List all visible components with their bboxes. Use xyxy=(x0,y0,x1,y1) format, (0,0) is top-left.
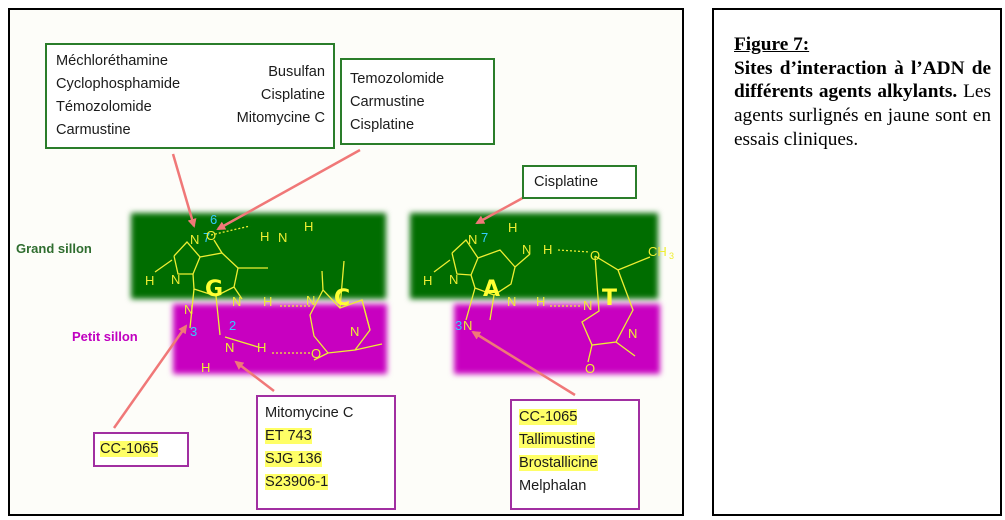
arrow-n7-guanine xyxy=(171,153,197,228)
a-n6-atom: N xyxy=(522,242,531,257)
minor-groove-band-right xyxy=(454,304,660,374)
agents-box-n2-guanine: Mitomycine C ET 743 SJG 136 S23906-1 xyxy=(256,395,396,510)
g-n7-position: 7 xyxy=(203,230,210,245)
caption-text: Sites d’interaction à l’ADN de différent… xyxy=(734,57,991,152)
t-ch3-sub: 3 xyxy=(669,251,674,261)
a-n3-atom: N xyxy=(463,318,472,333)
guanine-cytosine-hbonds xyxy=(210,225,312,354)
caption-title: Sites d’interaction à l’ADN de différent… xyxy=(734,57,991,103)
t-n3-atom: N xyxy=(583,298,592,313)
figure-panel: Grand sillon Petit sillon xyxy=(8,8,684,516)
major-groove-band-right xyxy=(410,213,658,299)
a-nh-atom: N xyxy=(449,272,458,287)
agent-name-highlighted: S23906-1 xyxy=(265,474,329,490)
major-groove-band-left xyxy=(131,213,386,299)
g-n1-atom: N xyxy=(232,294,241,309)
c-n4-h: H xyxy=(304,219,313,234)
agent-name: Carmustine xyxy=(56,122,131,138)
g-o6-position: 6 xyxy=(210,212,217,227)
agent-name: Méchloréthamine xyxy=(56,53,168,69)
agent-name-highlighted: Tallimustine xyxy=(519,432,596,448)
a-n1-h: H xyxy=(536,294,545,309)
agent-name: Mitomycine C xyxy=(265,405,354,421)
agent-name-highlighted: ET 743 xyxy=(265,428,312,444)
t-o2-atom: O xyxy=(585,361,595,376)
agent-name: Cisplatine xyxy=(534,174,599,190)
minor-groove-label: Petit sillon xyxy=(72,329,138,344)
a-n3-position: 3 xyxy=(455,318,462,333)
g-n2-atom: N xyxy=(225,340,234,355)
c-n4-atom: N xyxy=(278,230,287,245)
a-n1-atom: N xyxy=(507,294,516,309)
c-o2-atom: O xyxy=(311,346,321,361)
agent-name-highlighted: SJG 136 xyxy=(265,451,322,467)
agent-name: Melphalan xyxy=(519,478,587,494)
agents-box-n3-adenine: CC-1065 Tallimustine Brostallicine Melph… xyxy=(510,399,640,510)
minor-groove-band-left xyxy=(173,304,387,374)
a-n7-position: 7 xyxy=(481,230,488,245)
agent-name: Cisplatine xyxy=(260,87,325,103)
agent-name: Temozolomide xyxy=(350,71,445,87)
g-n3-position: 3 xyxy=(190,324,197,339)
arrow-n3-guanine xyxy=(112,324,188,429)
agent-name-highlighted: CC-1065 xyxy=(100,441,159,457)
g-n2-h-bond: H xyxy=(257,340,266,355)
agents-box-n7-adenine: Cisplatine xyxy=(522,165,637,199)
adenine-thymine-hbonds xyxy=(550,249,591,307)
arrow-n2-guanine xyxy=(234,360,275,392)
major-groove-label: Grand sillon xyxy=(16,241,92,256)
arrow-n3-adenine xyxy=(471,330,576,397)
agent-name: Carmustine xyxy=(350,94,425,110)
g-n7-atom: N xyxy=(190,232,199,247)
t-ch3-group: CH xyxy=(648,244,667,259)
guanine-cytosine-bonds xyxy=(154,239,383,361)
base-letter-adenine: A xyxy=(483,277,500,302)
g-n1-h: H xyxy=(263,294,272,309)
agent-name: Témozolomide xyxy=(56,99,152,115)
a-n7-atom: N xyxy=(468,232,477,247)
arrow-o6-guanine xyxy=(216,148,361,231)
g-hbond-h1: H xyxy=(260,229,269,244)
figure-label: Figure 7: xyxy=(734,34,810,55)
c-n1-atom: N xyxy=(350,324,359,339)
c-n3-atom: N xyxy=(306,293,315,308)
g-n2-position: 2 xyxy=(229,318,236,333)
agent-name: Mitomycine C xyxy=(236,110,325,126)
agents-box-n3-guanine: CC-1065 xyxy=(93,432,189,467)
caption-body: Les agents surlignés en jaune sont en es… xyxy=(734,81,991,150)
agent-name: Cyclophosphamide xyxy=(56,76,181,92)
base-letter-thymine: T xyxy=(602,286,617,311)
agents-box-o6-guanine: Temozolomide Carmustine Cisplatine xyxy=(340,58,495,145)
a-n6-h: H xyxy=(508,220,517,235)
base-letter-guanine: G xyxy=(205,277,223,302)
g-o6-atom: O xyxy=(206,228,216,243)
g-nh-h: H xyxy=(145,273,154,288)
t-n1-atom: N xyxy=(628,326,637,341)
agent-name: Busulfan xyxy=(268,64,325,80)
caption-panel: Figure 7: Sites d’interaction à l’ADN de… xyxy=(712,8,1002,516)
arrow-n7-adenine xyxy=(475,192,531,225)
dna-diagram: Grand sillon Petit sillon xyxy=(16,148,674,429)
agents-box-n7-guanine: Méchloréthamine Cyclophosphamide Témozol… xyxy=(45,43,335,149)
adenine-thymine-bonds xyxy=(433,239,651,363)
base-letter-cytosine: C xyxy=(334,286,350,311)
agent-name-highlighted: Brostallicine xyxy=(519,455,598,471)
agent-name-highlighted: CC-1065 xyxy=(519,409,578,425)
g-n3-atom: N xyxy=(184,302,193,317)
g-nh-atom: N xyxy=(171,272,180,287)
agent-name: Cisplatine xyxy=(350,117,415,133)
a-hbond-h1: H xyxy=(543,242,552,257)
a-nh-h: H xyxy=(423,273,432,288)
t-o4-atom: O xyxy=(590,248,600,263)
g-n2-h-free: H xyxy=(201,360,210,375)
